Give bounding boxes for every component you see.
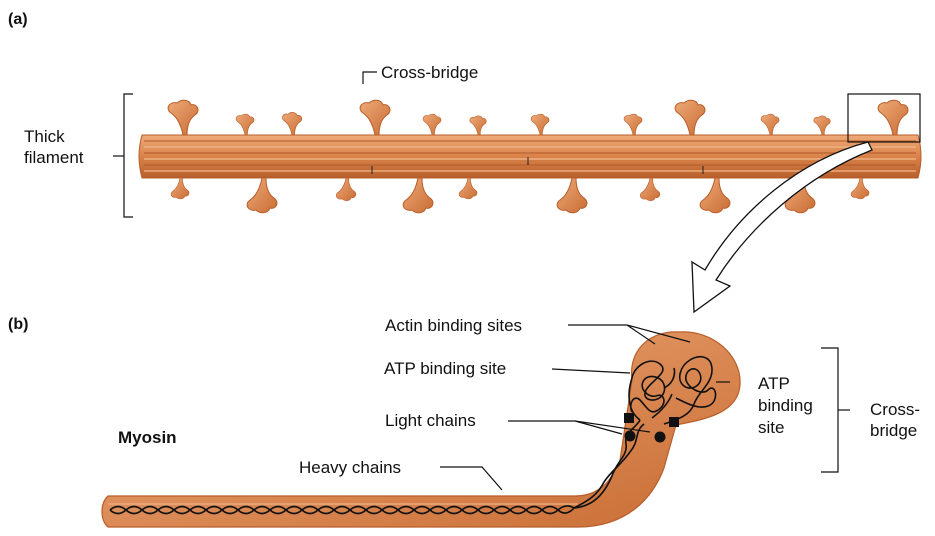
thick-filament-bracket [124,94,133,217]
thick-filament-label-line2: filament [24,148,84,167]
atp-binding-site-right-line1: ATP [758,374,790,393]
thick-filament-label-line1: Thick [24,127,65,146]
panel-a-label: (a) [8,11,28,28]
actin-binding-sites-label: Actin binding sites [385,316,522,335]
cross-bridge-label-a: Cross-bridge [381,63,478,82]
cross-bridge-heads-top [168,100,908,135]
atp-binding-site-right-line3: site [758,418,784,437]
atp-binding-site-left-label: ATP binding site [384,359,506,378]
cross-bridge-leader-a [363,72,377,84]
heavy-chains-leader [440,467,502,490]
cross-bridge-bracket-b [821,348,838,472]
atp-binding-site-right-line2: binding [758,396,813,415]
heavy-chains-label: Heavy chains [299,458,401,477]
light-chains-label: Light chains [385,411,476,430]
panel-b-label: (b) [8,316,28,333]
cross-bridge-label-b-line1: Cross- [870,400,920,419]
myosin-label: Myosin [118,428,177,447]
atp-binding-site-left-leader [552,369,630,373]
cross-bridge-label-b-line2: bridge [870,421,917,440]
